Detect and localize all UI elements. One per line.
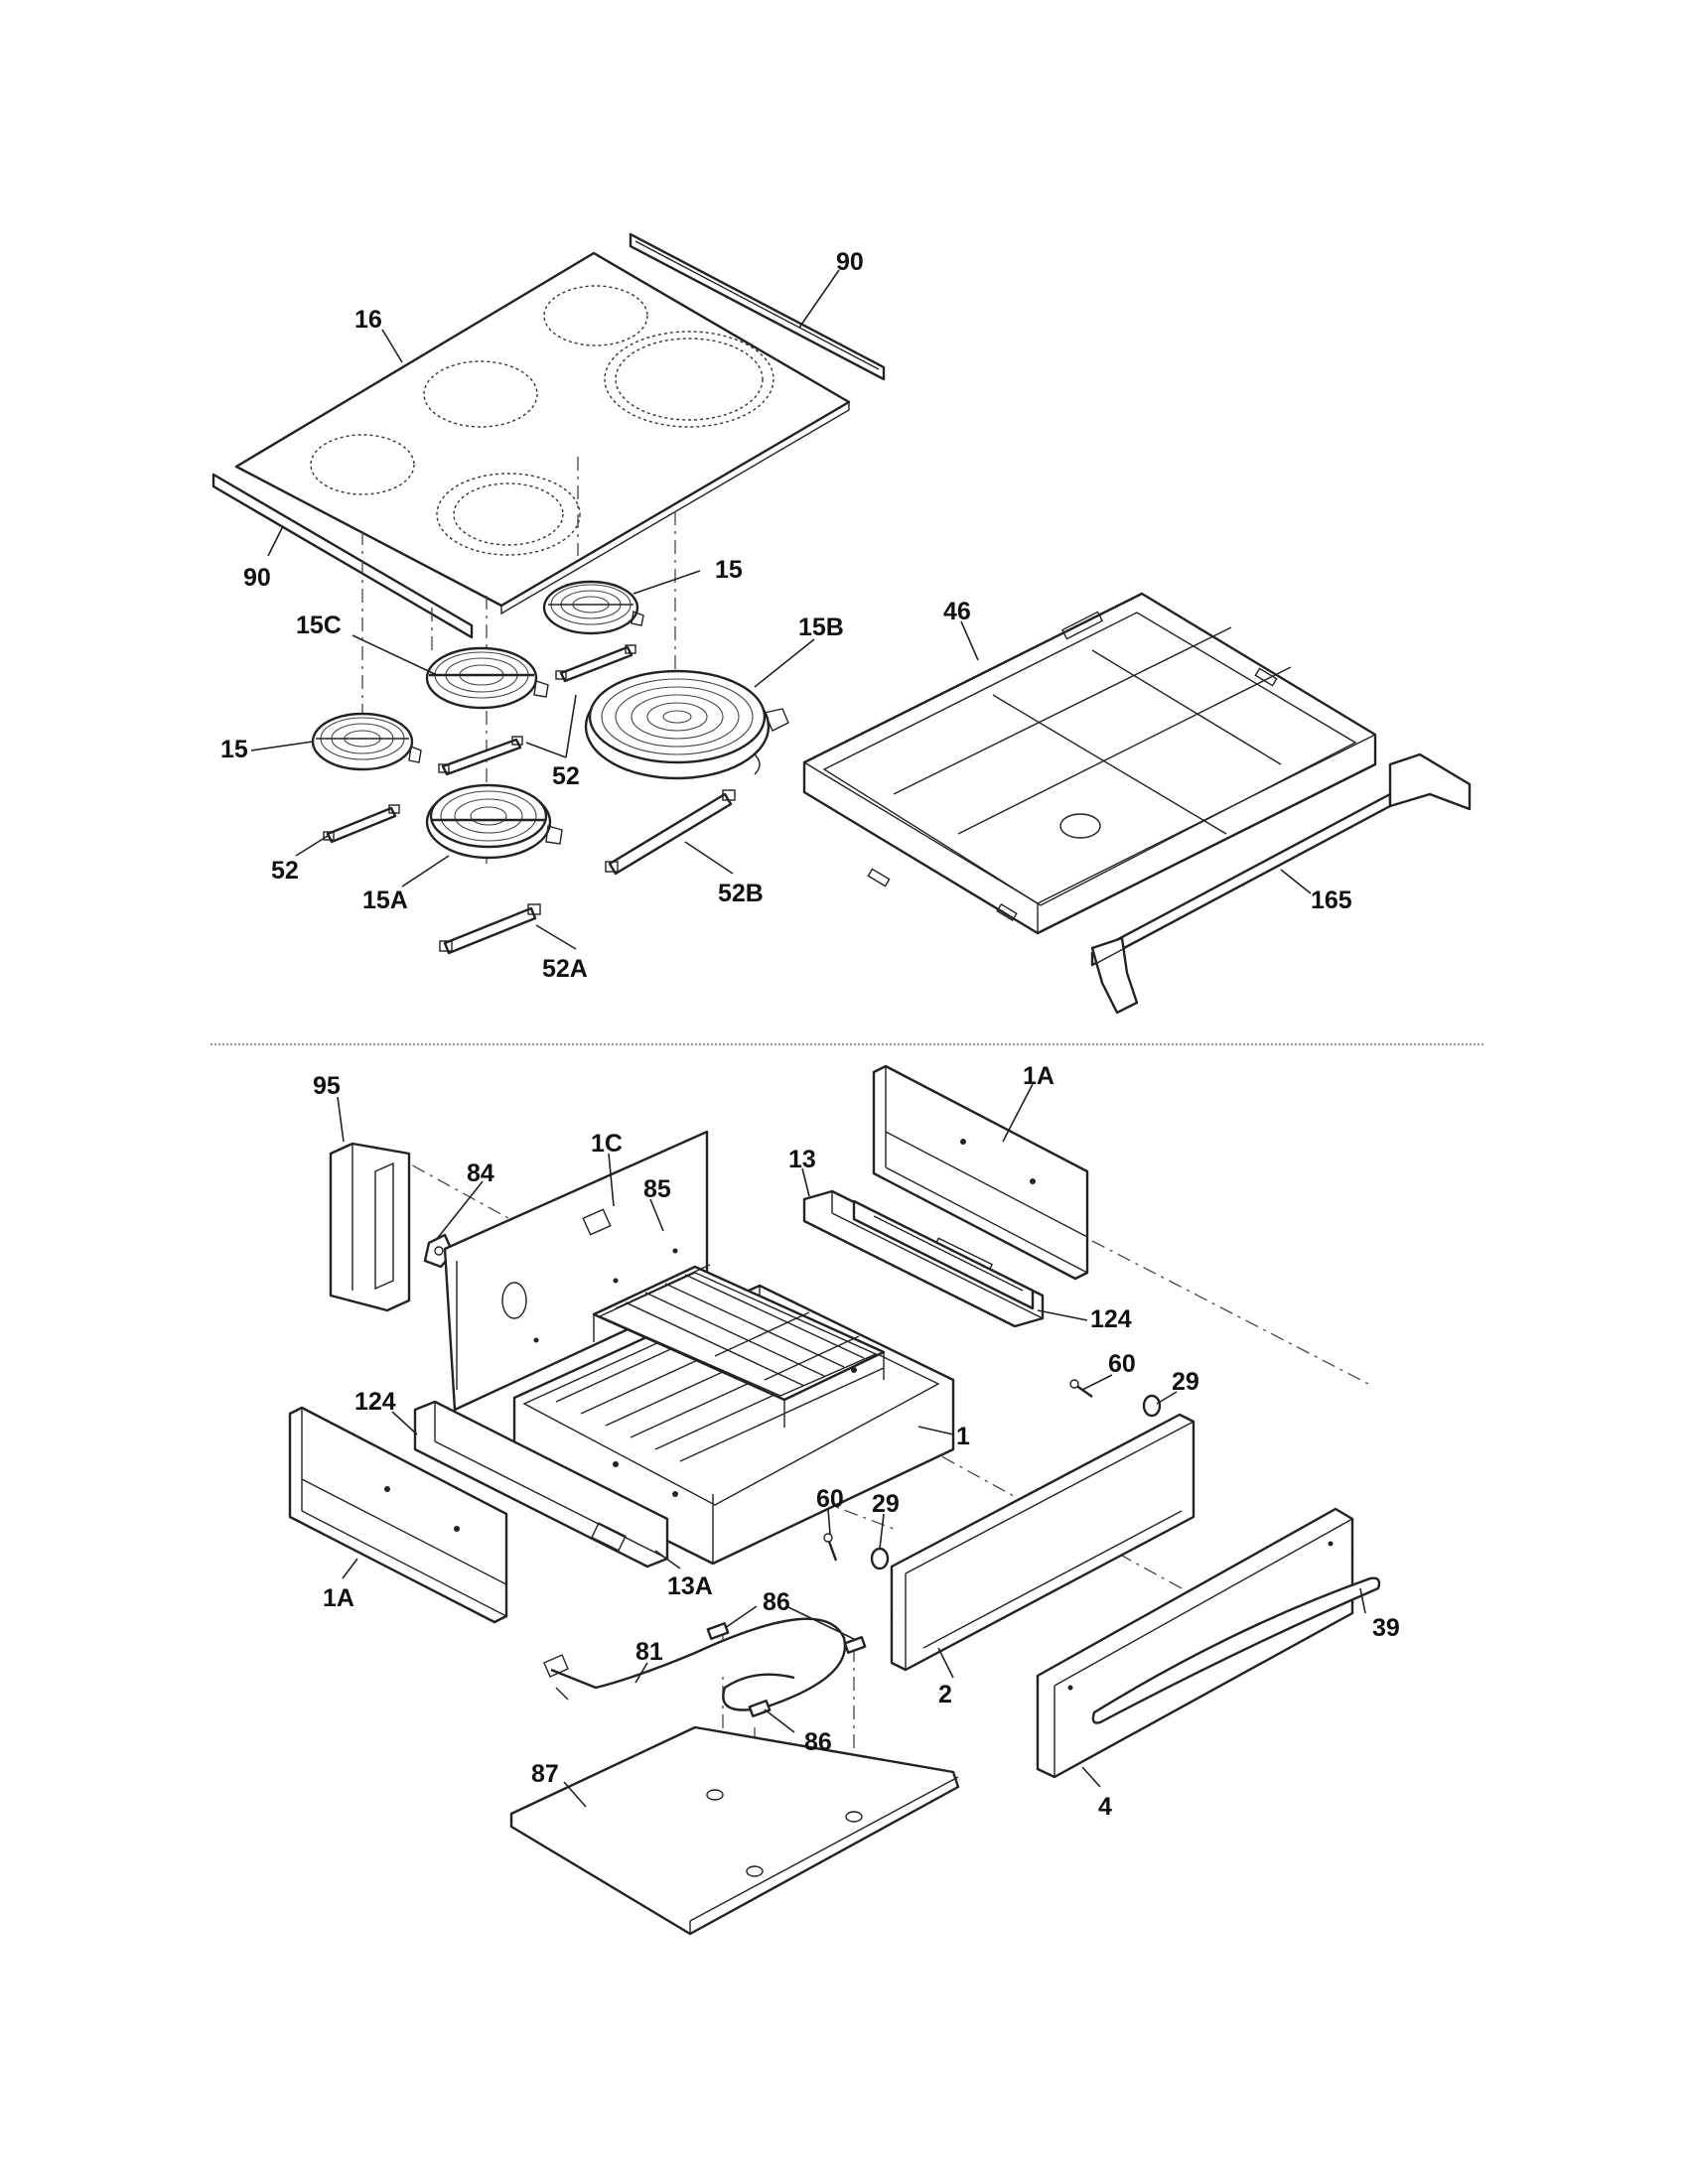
drawer-bottom-plate	[509, 1725, 960, 1936]
callout-52-mid: 52	[552, 762, 580, 790]
insulation-block	[329, 1142, 411, 1312]
callout-60-mid: 60	[816, 1485, 844, 1513]
wire-harness-52-lower	[323, 804, 400, 844]
element-bracket-top-left	[706, 1622, 730, 1640]
wire-harness-52b	[605, 789, 736, 876]
callout-1a-bottom: 1A	[323, 1584, 354, 1612]
wire-harness-52a	[439, 903, 541, 955]
surface-element-medium-front	[425, 783, 563, 860]
element-bracket-top-right	[843, 1636, 867, 1654]
callout-60-right: 60	[1108, 1350, 1136, 1378]
callout-15a: 15A	[362, 887, 408, 914]
callout-86-top: 86	[763, 1588, 790, 1616]
callout-15b: 15B	[798, 614, 844, 641]
wire-rack	[592, 1264, 886, 1428]
callout-124-left: 124	[354, 1388, 396, 1416]
callout-16: 16	[354, 306, 382, 334]
element-bracket-middle	[748, 1700, 772, 1717]
callout-46: 46	[943, 598, 971, 625]
trim-strip-top	[629, 232, 886, 381]
leader-lines-bottom	[337, 1083, 1366, 1808]
callout-29-mid: 29	[872, 1490, 900, 1518]
callout-52-left: 52	[271, 857, 299, 885]
callout-1a-top: 1A	[1023, 1062, 1055, 1090]
callout-15-left: 15	[220, 736, 248, 763]
burner-box	[802, 592, 1377, 935]
callout-124-right: 124	[1090, 1305, 1132, 1333]
callout-81: 81	[635, 1638, 663, 1666]
callout-84: 84	[467, 1160, 494, 1187]
callout-86-mid: 86	[804, 1728, 832, 1756]
callout-90-top: 90	[836, 248, 864, 276]
callout-labels: 90 16 90 15 15C 15B 15 52 52 15A 52B 52A…	[220, 248, 1400, 1821]
callout-13: 13	[788, 1146, 816, 1173]
heating-element	[543, 1617, 847, 1711]
surface-element-large	[584, 669, 789, 780]
wire-harness-52-middle	[438, 736, 523, 776]
side-panel-right	[872, 1064, 1089, 1281]
callout-90-left: 90	[243, 564, 271, 592]
callout-15-top: 15	[715, 556, 743, 584]
callout-1: 1	[956, 1423, 970, 1450]
callout-4: 4	[1098, 1793, 1112, 1821]
spacer-middle	[870, 1547, 890, 1570]
wire-harness-52-upper	[555, 644, 636, 683]
screw-middle	[823, 1533, 838, 1562]
surface-element-dual	[425, 646, 549, 710]
spacer-right	[1142, 1394, 1162, 1418]
leader-lines-top	[250, 269, 1312, 950]
callout-39: 39	[1372, 1614, 1400, 1642]
callout-1c: 1C	[591, 1130, 623, 1158]
callout-165: 165	[1311, 887, 1352, 914]
mounting-bracket	[1090, 752, 1472, 1015]
callout-29-right: 29	[1172, 1368, 1199, 1396]
surface-element-small-rear	[542, 580, 644, 635]
surface-element-small-front	[311, 712, 422, 771]
callout-15c: 15C	[296, 612, 342, 639]
callout-85: 85	[643, 1175, 671, 1203]
glass-cooktop	[234, 251, 851, 615]
side-panel-left	[288, 1406, 508, 1624]
slide-track-right	[852, 1199, 1035, 1310]
callout-52a: 52A	[542, 955, 588, 983]
callout-13a: 13A	[667, 1572, 713, 1600]
callout-95: 95	[313, 1072, 341, 1100]
drawer-handle	[1091, 1576, 1381, 1724]
screw-right	[1069, 1379, 1093, 1398]
callout-52b: 52B	[718, 880, 764, 907]
callout-2: 2	[938, 1681, 952, 1708]
callout-87: 87	[531, 1760, 559, 1788]
drawer-front-inner	[890, 1413, 1196, 1672]
trim-strip-left	[211, 473, 474, 639]
